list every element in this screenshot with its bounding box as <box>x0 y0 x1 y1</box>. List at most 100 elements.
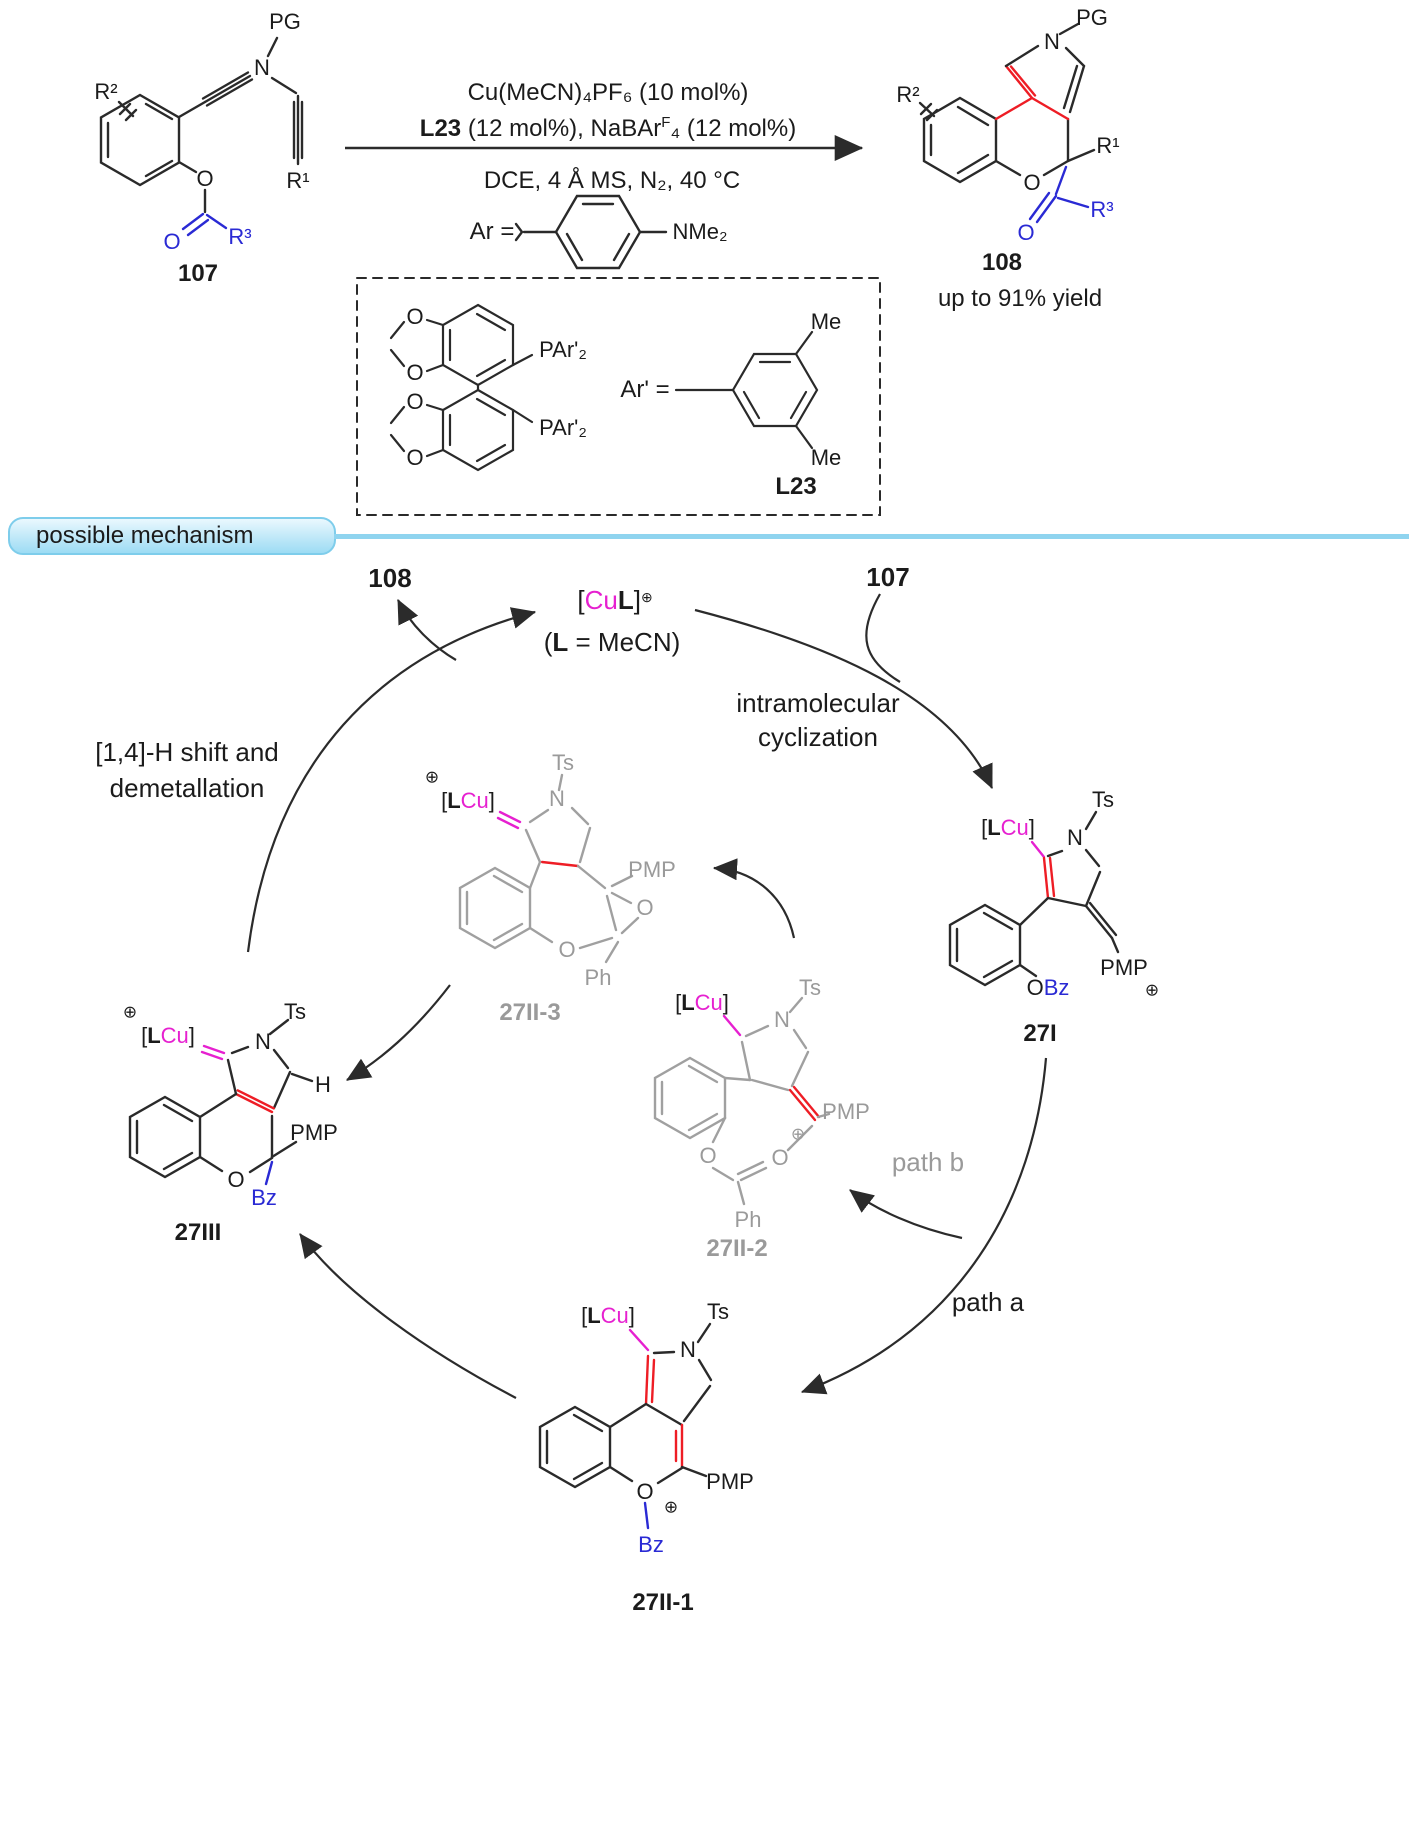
atom-o: O <box>196 166 214 191</box>
atom-o-carbonyl: O <box>1017 220 1035 245</box>
tosyl-group: Ts <box>707 1299 729 1324</box>
cycle-arrows <box>246 593 1048 1399</box>
atom-n: N <box>254 55 270 80</box>
tosyl-group: Ts <box>552 750 574 775</box>
bracket: [ <box>581 1303 588 1328</box>
pmp-group: PMP <box>822 1099 870 1124</box>
bracket: ] <box>722 990 729 1015</box>
methyl-group: Me <box>810 445 842 470</box>
substituent-r3: R³ <box>1090 197 1114 222</box>
copper-atom: Cu <box>584 585 618 615</box>
ligand-l: L <box>552 627 569 657</box>
atom-o-carbonyl: O <box>163 229 181 254</box>
atom-h: H <box>315 1072 331 1097</box>
substituent-r2: R² <box>94 79 118 104</box>
intermediate-27II-1-label: 27II-1 <box>632 1589 694 1616</box>
bracket: [ <box>441 788 448 813</box>
atom-o: O <box>636 1479 654 1504</box>
bracket: ] <box>1028 815 1035 840</box>
plus-charge: ⊕ <box>122 1002 138 1022</box>
nme2-group: NMe₂ <box>672 219 728 244</box>
obz-group: OBz <box>1027 977 1070 999</box>
substituent-r1: R¹ <box>1096 133 1120 158</box>
cul-complex: [CuL]⊕ <box>577 587 652 613</box>
ligand-ref: L23 <box>419 115 462 142</box>
possible-mechanism-banner: possible mechanism <box>8 517 336 555</box>
atom-n: N <box>1067 825 1083 850</box>
path-b-label: path b <box>891 1147 965 1177</box>
ligand-l: L <box>617 585 634 615</box>
paren: ( <box>543 627 553 657</box>
ligand-l: L <box>447 788 461 813</box>
lcu-complex: [LCu] <box>581 1305 635 1327</box>
intermediate-27II-2-label: 27II-2 <box>706 1235 768 1262</box>
conditions-line3: DCE, 4 Å MS, N₂, 40 °C <box>483 167 741 194</box>
atom-n: N <box>1044 29 1060 54</box>
conditions-line2-text2: ₄ (12 mol%) <box>670 115 797 142</box>
pmp-group: PMP <box>706 1469 754 1494</box>
step-hshift-line1: [1,4]-H shift and <box>95 737 279 767</box>
atom-o: O <box>699 1143 717 1168</box>
atom-n: N <box>774 1007 790 1032</box>
lcu-complex: [LCu] <box>675 992 729 1014</box>
cycle-compound-108: 108 <box>368 563 412 593</box>
bracket: [ <box>141 1023 148 1048</box>
intermediate-27I-label: 27I <box>1023 1020 1057 1047</box>
benzoyl-group: Bz <box>251 1185 277 1210</box>
bracket: ] <box>628 1303 635 1328</box>
copper-atom: Cu <box>160 1023 189 1048</box>
structure-27II-1 <box>538 1322 713 1530</box>
yield-text: up to 91% yield <box>937 285 1103 312</box>
bracket: ] <box>488 788 495 813</box>
lcu-complex: [LCu] <box>141 1025 195 1047</box>
compound-107-label: 107 <box>177 260 219 287</box>
structure-27II-2 <box>653 996 831 1206</box>
phosphine-group: PAr'₂ <box>539 415 587 440</box>
tosyl-group: Ts <box>799 975 821 1000</box>
phosphine-group: PAr'₂ <box>539 337 587 362</box>
phenyl-group: Ph <box>734 1207 762 1232</box>
atom-o: O <box>1026 975 1044 1000</box>
step-cyclization-line1: intramolecular <box>736 688 900 718</box>
ligand-l: L <box>587 1303 601 1328</box>
atom-o: O <box>406 389 424 414</box>
structure-27III <box>128 1018 314 1186</box>
ar-definition <box>514 194 668 270</box>
pmp-group: PMP <box>1100 955 1148 980</box>
conditions-line2: L23 (12 mol%), NaBArF₄ (12 mol%) <box>420 115 796 141</box>
atom-o: O <box>406 360 424 385</box>
benzoyl-group: Bz <box>638 1532 664 1557</box>
substituent-r3: R³ <box>228 224 252 249</box>
ligand-L23 <box>356 277 881 516</box>
atom-o: O <box>406 304 424 329</box>
substituent-r1: R¹ <box>286 168 310 193</box>
cycle-compound-107: 107 <box>866 562 910 592</box>
compound-108-label: 108 <box>981 249 1023 276</box>
methyl-group: Me <box>810 309 842 334</box>
intermediate-27II-3-label: 27II-3 <box>499 999 561 1026</box>
ligand-l: L <box>681 990 695 1015</box>
atom-n: N <box>549 786 565 811</box>
bracket: [ <box>981 815 988 840</box>
atom-o: O <box>771 1145 789 1170</box>
atom-o: O <box>558 937 576 962</box>
ar-prime-equals-label: Ar' = <box>620 376 670 403</box>
substituent-r2: R² <box>896 82 920 107</box>
atom-n: N <box>680 1337 696 1362</box>
copper-atom: Cu <box>600 1303 629 1328</box>
phenyl-group: Ph <box>584 965 612 990</box>
copper-atom: Cu <box>460 788 489 813</box>
ligand-L23-label: L23 <box>775 473 817 500</box>
l-definition: (L = MeCN) <box>544 629 681 655</box>
ar-equals-label: Ar = <box>469 218 515 245</box>
banner-label: possible mechanism <box>36 522 254 549</box>
bracket: [ <box>675 990 682 1015</box>
l-definition-text: = MeCN) <box>568 627 681 657</box>
plus-charge: ⊕ <box>640 589 653 605</box>
benzoyl-group: Bz <box>1043 975 1070 1000</box>
copper-atom: Cu <box>1000 815 1029 840</box>
structure-108 <box>918 22 1096 224</box>
nabarf-sup: F <box>661 114 671 131</box>
atom-pg: PG <box>1076 5 1108 30</box>
bracket: ] <box>633 585 641 615</box>
